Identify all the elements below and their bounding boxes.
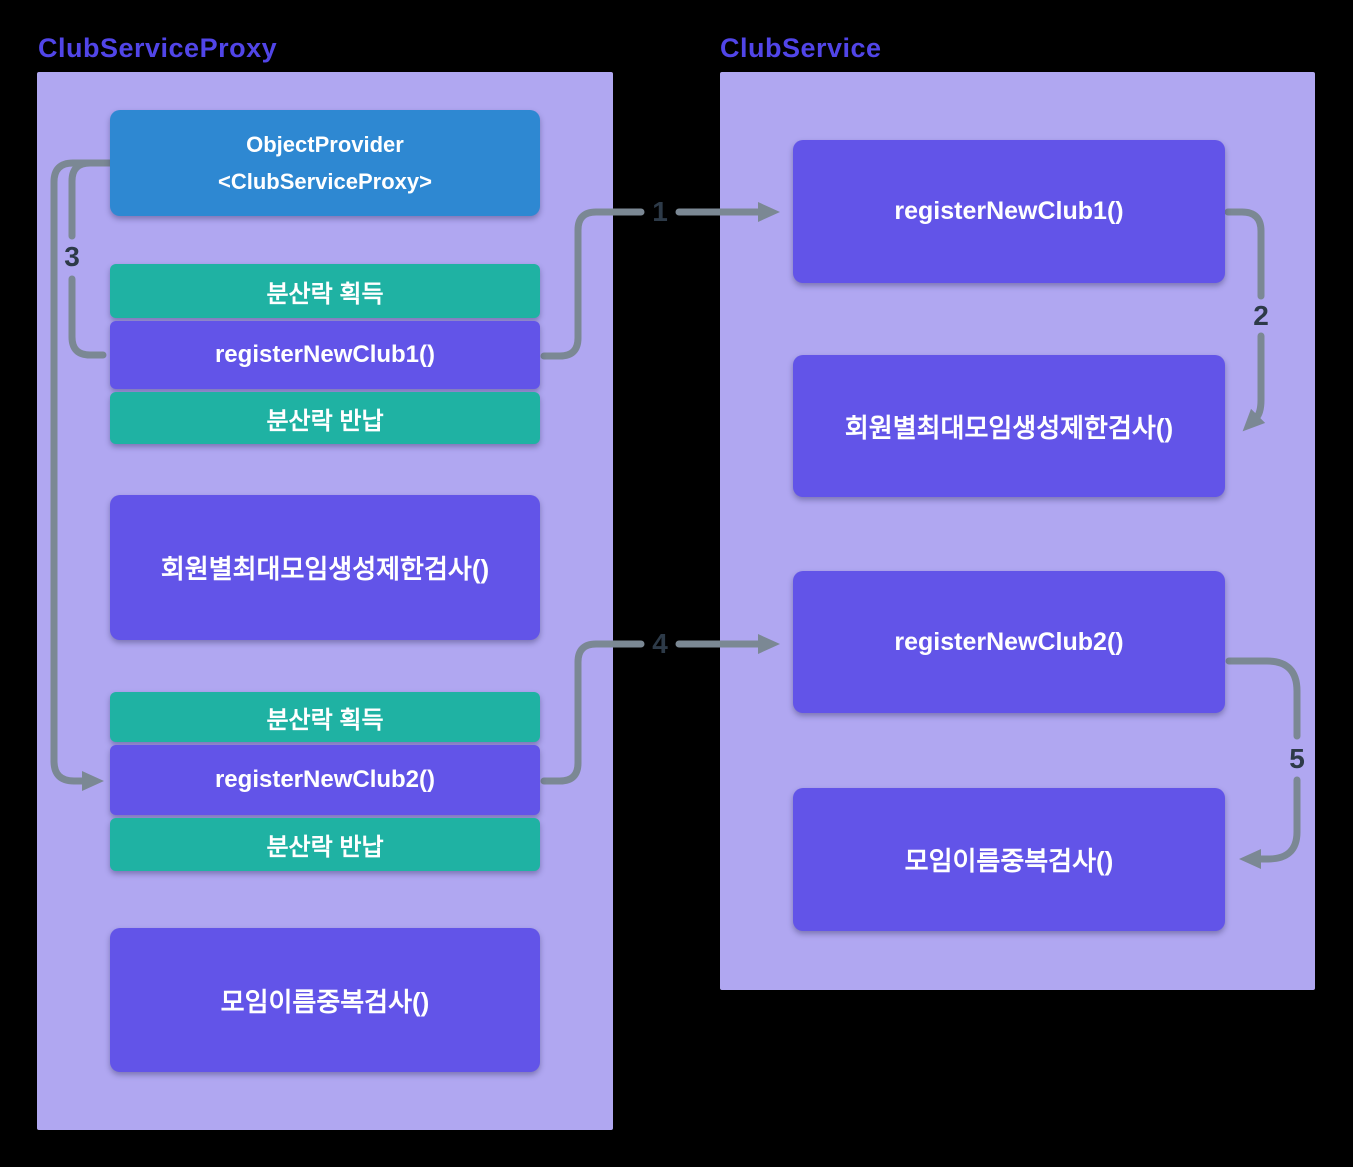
arrow-label-2: 2 [1253,300,1269,331]
arrow-label-3: 3 [64,241,80,272]
box-lock-release-1: 분산락 반납 [110,392,540,444]
arrow-label-4: 4 [652,628,668,659]
box-register-new-club2-service: registerNewClub2() [793,571,1225,713]
box-limit-check-service: 회원별최대모임생성제한검사() [793,355,1225,497]
box-lock-acquire-2: 분산락 획득 [110,692,540,742]
box-name-dup-check-service: 모임이름중복검사() [793,788,1225,931]
box-register-new-club2-proxy: registerNewClub2() [110,745,540,815]
box-lock-release-2: 분산락 반납 [110,818,540,871]
box-lock-acquire-1: 분산락 획득 [110,264,540,318]
box-object-provider: ObjectProvider <ClubServiceProxy> [110,110,540,216]
arrow-label-5: 5 [1289,743,1305,774]
panel-title-clubserviceproxy: ClubServiceProxy [38,33,278,63]
box-register-new-club1-service: registerNewClub1() [793,140,1225,283]
box-register-new-club1-proxy: registerNewClub1() [110,321,540,389]
box-name-dup-check-proxy: 모임이름중복검사() [110,928,540,1072]
box-limit-check-proxy: 회원별최대모임생성제한검사() [110,495,540,640]
arrow-label-1: 1 [652,196,668,227]
panel-title-clubservice: ClubService [720,33,882,63]
